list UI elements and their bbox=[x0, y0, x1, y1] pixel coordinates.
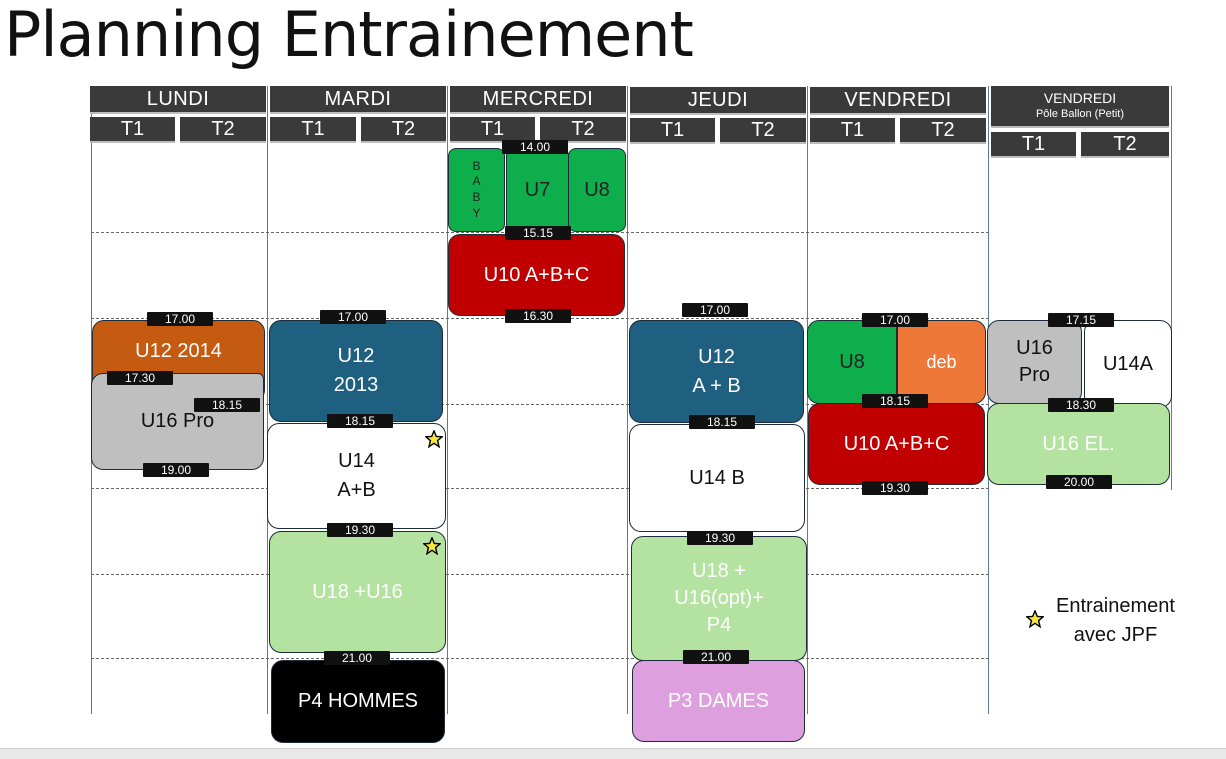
session-u10[interactable]: U10 A+B+C bbox=[808, 403, 985, 485]
day-header-vendredi-pole: VENDREDI Pôle Ballon (Petit) bbox=[991, 86, 1169, 128]
time-label: 19.30 bbox=[687, 531, 753, 545]
session-deb[interactable]: deb bbox=[897, 320, 986, 404]
session-u18-u16[interactable]: U18 +U16 bbox=[269, 531, 446, 653]
grid-vline bbox=[1171, 86, 1172, 490]
session-u8[interactable]: U8 bbox=[807, 320, 897, 404]
session-p3-dames[interactable]: P3 DAMES bbox=[632, 660, 805, 742]
day-header-mercredi: MERCREDI bbox=[450, 86, 626, 114]
session-u16-el[interactable]: U16 EL. bbox=[987, 403, 1170, 485]
time-label: 15.15 bbox=[505, 226, 571, 240]
slot-header-t1: T1 bbox=[270, 117, 356, 143]
time-label: 18.15 bbox=[327, 414, 393, 428]
legend-text: Entrainement avec JPF bbox=[1056, 595, 1175, 646]
time-label: 17.00 bbox=[682, 303, 748, 317]
day-header-label: VENDREDI bbox=[1043, 90, 1117, 107]
session-u12-2013[interactable]: U12 2013 bbox=[269, 320, 443, 422]
slot-header-t2: T2 bbox=[1081, 132, 1169, 158]
grid-hline bbox=[91, 658, 989, 659]
time-label: 17.00 bbox=[320, 310, 386, 324]
time-label: 19.00 bbox=[143, 463, 209, 477]
time-label: 21.00 bbox=[324, 651, 390, 665]
time-label: 16.30 bbox=[505, 309, 571, 323]
slot-header-t2: T2 bbox=[720, 118, 806, 144]
session-u10[interactable]: U10 A+B+C bbox=[448, 234, 625, 316]
grid-vline bbox=[807, 86, 808, 714]
grid-vline bbox=[447, 86, 448, 714]
slot-header-t1: T1 bbox=[450, 117, 535, 143]
time-label: 17.15 bbox=[1048, 313, 1114, 327]
slot-header-t2: T2 bbox=[180, 117, 266, 143]
time-label: 17.30 bbox=[107, 371, 173, 385]
session-u14-ab[interactable]: U14 A+B bbox=[267, 423, 446, 529]
grid-hline bbox=[91, 404, 989, 405]
time-label: 17.00 bbox=[147, 312, 213, 326]
session-u14a[interactable]: U14A bbox=[1084, 320, 1172, 408]
grid-vline bbox=[267, 86, 268, 714]
time-label: 17.00 bbox=[862, 313, 928, 327]
time-label: 18.15 bbox=[194, 398, 260, 412]
session-baby[interactable]: B A B Y bbox=[448, 148, 505, 232]
time-label: 21.00 bbox=[683, 650, 749, 664]
slot-header-t1: T1 bbox=[630, 118, 715, 144]
slot-header-t2: T2 bbox=[361, 117, 446, 143]
slot-header-t2: T2 bbox=[900, 118, 986, 144]
page-title: Planning Entrainement bbox=[4, 0, 694, 71]
star-icon bbox=[423, 537, 441, 555]
day-header-vendredi: VENDREDI bbox=[810, 87, 986, 115]
day-header-jeudi: JEUDI bbox=[630, 87, 806, 115]
session-u8[interactable]: U8 bbox=[568, 148, 626, 232]
session-u7[interactable]: U7 bbox=[506, 148, 569, 232]
session-p4-hommes[interactable]: P4 HOMMES bbox=[271, 660, 445, 743]
day-header-lundi: LUNDI bbox=[90, 86, 266, 114]
slot-header-t1: T1 bbox=[810, 118, 895, 144]
slot-header-t1: T1 bbox=[991, 132, 1076, 158]
session-u18-u16-p4[interactable]: U18 + U16(opt)+ P4 bbox=[631, 536, 807, 661]
grid-hline bbox=[91, 574, 989, 575]
time-label: 18.15 bbox=[862, 394, 928, 408]
slot-header-t2: T2 bbox=[540, 117, 626, 143]
session-u16-pro[interactable]: U16 Pro bbox=[987, 320, 1082, 404]
session-u16-pro[interactable]: U16 Pro bbox=[91, 373, 264, 470]
bottom-scrollbar[interactable] bbox=[0, 748, 1226, 759]
slot-header-t1: T1 bbox=[90, 117, 175, 143]
time-label: 20.00 bbox=[1046, 475, 1112, 489]
day-header-sublabel: Pôle Ballon (Petit) bbox=[1035, 107, 1125, 120]
session-u14-b[interactable]: U14 B bbox=[629, 424, 805, 532]
star-icon bbox=[1026, 610, 1044, 628]
grid-vline bbox=[988, 86, 989, 714]
grid-vline bbox=[627, 86, 628, 714]
grid-hline bbox=[91, 488, 989, 489]
time-label: 18.30 bbox=[1048, 398, 1114, 412]
time-label: 19.30 bbox=[327, 523, 393, 537]
session-u12-ab[interactable]: U12 A + B bbox=[629, 320, 804, 423]
day-header-mardi: MARDI bbox=[270, 86, 446, 114]
session-label: U12 2014 bbox=[135, 340, 222, 362]
star-icon bbox=[425, 430, 443, 448]
time-label: 19.30 bbox=[862, 481, 928, 495]
time-label: 18.15 bbox=[689, 415, 755, 429]
time-label: 14.00 bbox=[502, 140, 568, 154]
